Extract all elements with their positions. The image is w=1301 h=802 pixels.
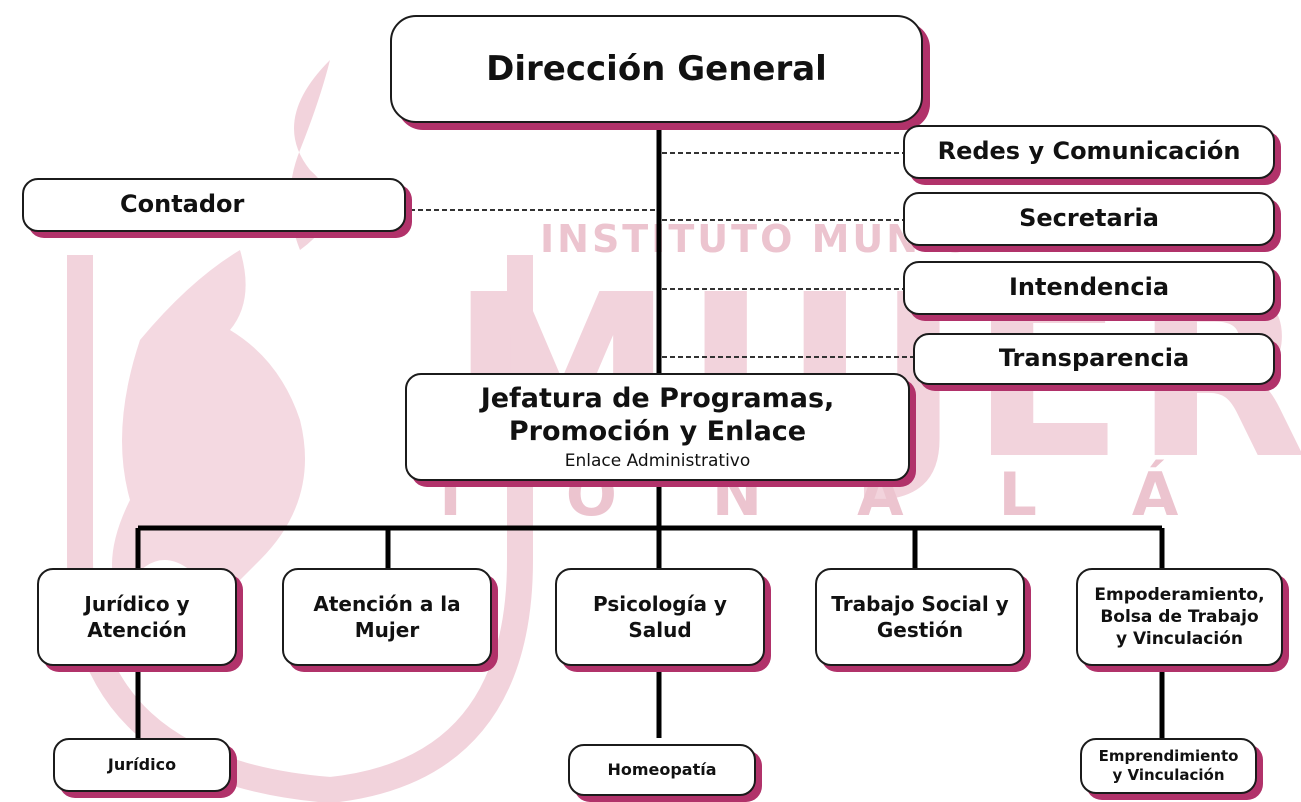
node-contador: Contador	[22, 178, 406, 232]
node-intendencia-title: Intendencia	[1008, 273, 1170, 302]
node-psicologia-salud-line2: Salud	[628, 618, 692, 642]
node-psicologia-salud: Psicología y Salud	[555, 568, 765, 666]
node-empoderamiento-line3: y Vinculación	[1116, 629, 1243, 650]
watermark-institution-text: INSTITUTO MUNIC	[540, 217, 969, 261]
node-redes-comunicacion: Redes y Comunicación	[903, 125, 1275, 179]
node-emprendimiento-line1: Emprendimiento	[1098, 746, 1239, 765]
node-emprendimiento: Emprendimiento y Vinculación	[1080, 738, 1257, 794]
node-trabajo-social: Trabajo Social y Gestión	[815, 568, 1025, 666]
node-jefatura: Jefatura de Programas, Promoción y Enlac…	[405, 373, 910, 481]
node-atencion-mujer-line1: Atención a la	[313, 592, 461, 616]
node-empoderamiento-line2: Bolsa de Trabajo	[1100, 606, 1259, 627]
node-juridico-atencion-line1: Jurídico y	[84, 592, 190, 616]
node-jefatura-title-line1: Jefatura de Programas,	[480, 382, 835, 414]
node-homeopatia-title: Homeopatía	[607, 759, 717, 779]
node-jefatura-subtitle: Enlace Administrativo	[564, 451, 751, 472]
node-secretaria: Secretaria	[903, 192, 1275, 246]
node-atencion-mujer-line2: Mujer	[354, 618, 420, 642]
node-trabajo-social-line1: Trabajo Social y	[831, 592, 1009, 616]
node-intendencia: Intendencia	[903, 261, 1275, 315]
node-secretaria-title: Secretaria	[1019, 204, 1159, 233]
node-juridico-atencion-line2: Atención	[87, 618, 187, 642]
node-emprendimiento-line2: y Vinculación	[1112, 766, 1225, 784]
node-transparencia-title: Transparencia	[998, 344, 1190, 373]
node-psicologia-salud-line1: Psicología y	[593, 592, 727, 616]
node-transparencia: Transparencia	[913, 333, 1275, 385]
node-jefatura-title-line2: Promoción y Enlace	[508, 416, 807, 448]
node-homeopatia: Homeopatía	[568, 744, 756, 796]
node-contador-title: Contador	[120, 190, 245, 219]
node-empoderamiento: Empoderamiento, Bolsa de Trabajo y Vincu…	[1076, 568, 1283, 666]
watermark-athlete-figure	[112, 250, 305, 640]
node-redes-comunicacion-title: Redes y Comunicación	[937, 137, 1241, 166]
node-direccion-general-title: Dirección General	[486, 48, 827, 89]
node-juridico-atencion: Jurídico y Atención	[37, 568, 237, 666]
node-empoderamiento-line1: Empoderamiento,	[1094, 584, 1265, 605]
node-trabajo-social-line2: Gestión	[876, 618, 964, 642]
node-juridico: Jurídico	[53, 738, 231, 792]
node-direccion-general: Dirección General	[390, 15, 923, 123]
node-atencion-mujer: Atención a la Mujer	[282, 568, 492, 666]
node-juridico-title: Jurídico	[107, 754, 177, 774]
